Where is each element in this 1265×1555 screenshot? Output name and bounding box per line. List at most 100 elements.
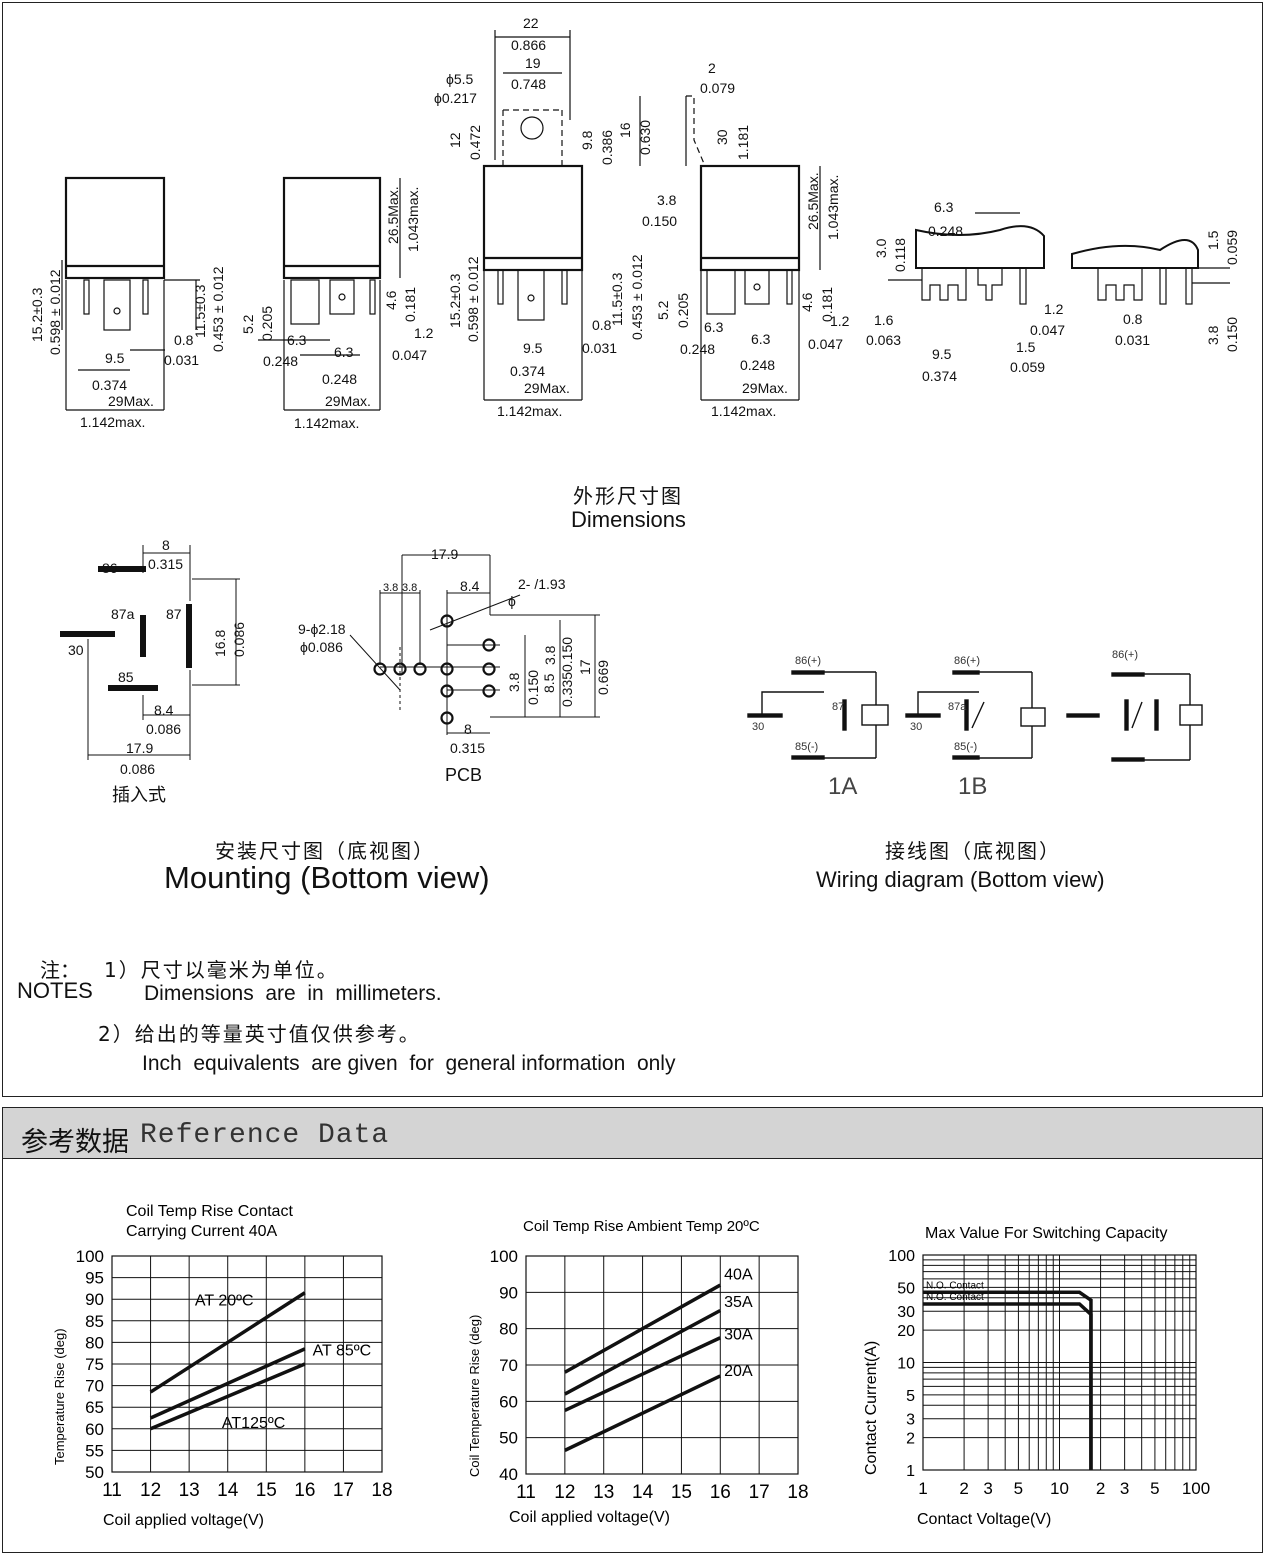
x-tick-label: 16 bbox=[710, 1482, 731, 1503]
x-tick-label: 11 bbox=[516, 1482, 536, 1503]
series-label: N.O. Contact bbox=[926, 1292, 984, 1303]
dim-label: ϕ5.5 bbox=[446, 71, 474, 87]
wiring-pin-87: 87 bbox=[832, 701, 844, 713]
dim-label: 1.043max. bbox=[405, 187, 421, 252]
dim-label: 0.248 bbox=[680, 341, 715, 357]
series-label: 40A bbox=[724, 1267, 753, 1284]
mounting-drawings: 86 87a 87 30 85 8 0.315 16.8 0.086 8.4 0… bbox=[60, 537, 611, 777]
dim-label: 0.866 bbox=[511, 37, 546, 53]
relay-body-1 bbox=[64, 176, 166, 280]
relay-body-2 bbox=[282, 176, 382, 280]
series-label: AT125ºC bbox=[222, 1415, 285, 1432]
dim-label: 0.150 bbox=[559, 637, 575, 672]
dim-label: 0.181 bbox=[402, 287, 418, 322]
dim-label: 3.8 bbox=[402, 582, 417, 594]
dimension-drawings: 9.5 0.374 0.8 0.031 29Max. 1.142max. 15.… bbox=[29, 15, 1240, 431]
dim-label: 3.8 bbox=[383, 582, 398, 594]
dim-label: 0.472 bbox=[467, 125, 483, 160]
relay-side-profile-2 bbox=[1071, 239, 1199, 269]
wiring-pin-86: 86(+) bbox=[954, 655, 980, 667]
dim-label: 0.386 bbox=[599, 130, 615, 165]
dim-label: 0.118 bbox=[892, 238, 908, 272]
y-tick-label: 90 bbox=[499, 1283, 518, 1302]
dim-label: 0.8 bbox=[592, 317, 612, 333]
dim-label: 11.5±0.3 bbox=[192, 284, 208, 338]
dim-label: 3.8 bbox=[657, 192, 677, 208]
series-line bbox=[149, 1291, 306, 1394]
reference-title-en: Reference Data bbox=[140, 1120, 390, 1151]
chart-switching-capacity: Max Value For Switching Capacity Contact… bbox=[863, 1225, 1210, 1528]
dim-label: 6.3 bbox=[934, 199, 954, 215]
dim-label: 22 bbox=[523, 15, 539, 31]
series-label: N.O. Contact bbox=[926, 1280, 984, 1291]
chart-coil-temp-rise-40a: Coil Temp Rise Contact Carrying Current … bbox=[52, 1203, 393, 1529]
x-tick-label: 14 bbox=[217, 1480, 239, 1501]
dim-label: 0.205 bbox=[675, 293, 691, 328]
x-tick-label: 12 bbox=[554, 1482, 575, 1503]
pin-86-label: 86 bbox=[102, 560, 118, 576]
dim-label: ϕ0.217 bbox=[434, 90, 477, 106]
series-line bbox=[923, 1302, 1093, 1470]
x-tick-label: 13 bbox=[593, 1482, 614, 1503]
chart2-xlabel: Coil applied voltage(V) bbox=[509, 1509, 670, 1526]
dim-label: 0.248 bbox=[322, 371, 357, 387]
pin-87-label: 87 bbox=[166, 606, 182, 622]
wiring-type-1b: 1B bbox=[958, 773, 987, 798]
dim-label: 0.335 bbox=[559, 672, 575, 707]
x-tick-label: 15 bbox=[256, 1480, 277, 1501]
dim-label: 6.3 bbox=[751, 331, 771, 347]
x-tick-label: 18 bbox=[787, 1482, 808, 1503]
y-tick-label: 50 bbox=[897, 1280, 915, 1297]
dim-label: 0.150 bbox=[525, 670, 541, 705]
notes-label-en: NOTES bbox=[17, 978, 93, 1003]
dim-label: 0.630 bbox=[637, 120, 653, 155]
dim-label: 8 bbox=[464, 721, 472, 737]
y-tick-label: 100 bbox=[490, 1247, 518, 1266]
x-tick-label: 17 bbox=[749, 1482, 770, 1503]
reference-data-panel: 参考数据 Reference Data bbox=[2, 1107, 1263, 1553]
dim-label: 4.6 bbox=[383, 290, 399, 310]
dim-label: 1.2 bbox=[1044, 301, 1064, 317]
dimensions-title-en: Dimensions bbox=[571, 507, 686, 532]
dimensions-panel bbox=[2, 2, 1263, 1097]
dim-label: 9-ϕ2.18 bbox=[298, 621, 346, 637]
dim-label: 15.2±0.3 bbox=[29, 287, 45, 342]
chart1-title-line1: Coil Temp Rise Contact bbox=[126, 1203, 293, 1220]
y-tick-label: 80 bbox=[499, 1320, 518, 1339]
dim-label: 0.453 ± 0.012 bbox=[629, 254, 645, 340]
dim-label: 1.2 bbox=[414, 325, 434, 341]
chart1-ylabel: Temperature Rise (deg) bbox=[52, 1328, 67, 1465]
pin-85-label: 85 bbox=[118, 669, 134, 685]
mounting-title-cn: 安装尺寸图（底视图） bbox=[215, 839, 435, 863]
x-tick-label: 12 bbox=[140, 1480, 161, 1501]
chart3-xlabel: Contact Voltage(V) bbox=[917, 1511, 1051, 1528]
dim-label: 0.748 bbox=[511, 76, 546, 92]
note-1-cn: 1）尺寸以毫米为单位。 bbox=[104, 958, 339, 982]
series-label: AT 85ºC bbox=[313, 1342, 372, 1359]
note-1-en: Dimensions are in millimeters. bbox=[144, 982, 442, 1005]
dim-label: 0.150 bbox=[642, 213, 677, 229]
dim-label: 0.8 bbox=[174, 332, 194, 348]
series-line bbox=[564, 1336, 722, 1413]
dim-label: 1.142max. bbox=[711, 403, 776, 419]
y-tick-label: 40 bbox=[499, 1465, 518, 1484]
dim-label: 0.031 bbox=[164, 352, 199, 368]
reference-data-header: 参考数据 Reference Data bbox=[3, 1108, 1262, 1159]
wiring-pin-86: 86(+) bbox=[795, 655, 821, 667]
dim-label: 3.8 bbox=[506, 672, 522, 692]
dim-label: 29Max. bbox=[108, 393, 154, 409]
dim-label: 0.453 ± 0.012 bbox=[210, 266, 226, 352]
series-label: 30A bbox=[724, 1327, 753, 1344]
series-line bbox=[564, 1308, 722, 1396]
y-tick-label: 1 bbox=[906, 1463, 915, 1480]
dim-label: 6.3 bbox=[704, 319, 724, 335]
dim-label: 0.598 ± 0.012 bbox=[47, 269, 63, 355]
x-tick-label: 3 bbox=[983, 1479, 992, 1498]
y-tick-label: 95 bbox=[85, 1269, 104, 1288]
wiring-diagram: 86(+) 87 30 85(-) 86(+) 87a 30 85(-) 86(… bbox=[747, 649, 1203, 798]
dim-label: 3.0 bbox=[873, 238, 889, 258]
y-tick-label: 90 bbox=[85, 1290, 104, 1309]
dim-label: 0.086 bbox=[231, 622, 247, 657]
reference-title-cn: 参考数据 bbox=[21, 1127, 129, 1158]
dim-label: 17.9 bbox=[126, 740, 153, 756]
